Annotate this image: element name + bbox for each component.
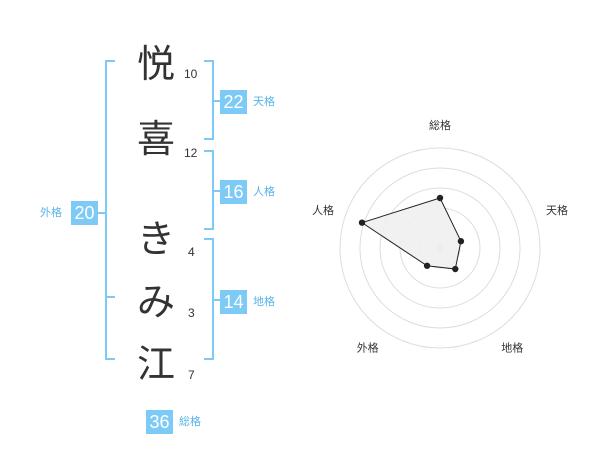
tenkaku-badge: 22 xyxy=(220,90,247,114)
soukaku-badge: 36 xyxy=(146,410,173,434)
radar-point-2 xyxy=(457,238,465,245)
stroke-count-5: 7 xyxy=(188,368,195,382)
gaikaku-bracket-tick xyxy=(95,212,105,214)
gaikaku-badge: 20 xyxy=(71,201,98,225)
chikaku-bracket-tick xyxy=(214,299,220,301)
radar-ring xyxy=(339,147,541,349)
gaikaku-label: 外格 xyxy=(40,206,62,219)
radar-points xyxy=(358,194,465,273)
jinkaku-bracket-tick xyxy=(214,190,220,192)
tenkaku-label: 天格 xyxy=(253,95,275,108)
chikaku-bracket xyxy=(204,238,214,360)
jinkaku-label: 人格 xyxy=(253,185,275,198)
radar-axis-label-2: 天格 xyxy=(546,203,568,217)
gaikaku-bracket xyxy=(105,60,115,360)
radar-axis-label-3: 地格 xyxy=(501,341,523,355)
radar-point-4 xyxy=(423,262,431,269)
stroke-count-2: 12 xyxy=(184,146,198,160)
radar-axis-label-1: 総格 xyxy=(429,118,451,132)
radar-point-3 xyxy=(452,265,459,273)
radar-ring xyxy=(359,167,521,329)
radar-axis-label-5: 人格 xyxy=(312,203,334,217)
radar-point-5 xyxy=(358,219,366,226)
chikaku-badge: 14 xyxy=(220,290,247,314)
name-char-5: 江 xyxy=(136,342,175,386)
jinkaku-bracket xyxy=(204,150,214,230)
tenkaku-bracket-tick xyxy=(214,100,220,102)
jinkaku-badge: 16 xyxy=(220,180,247,204)
radar-point-1 xyxy=(436,194,444,202)
stroke-count-4: 3 xyxy=(188,306,195,320)
soukaku-label: 総格 xyxy=(179,415,201,428)
chikaku-label: 地格 xyxy=(253,295,275,308)
stroke-count-3: 4 xyxy=(188,245,195,259)
tenkaku-bracket xyxy=(204,60,214,140)
radar-area xyxy=(360,197,462,270)
name-char-4: み xyxy=(136,280,175,324)
stroke-count-1: 10 xyxy=(184,67,198,81)
name-char-2: 喜 xyxy=(136,117,175,161)
gaikaku-bracket-divider xyxy=(105,296,115,298)
radar-ring xyxy=(379,187,501,309)
name-char-1: 悦 xyxy=(136,42,175,86)
name-char-3: き xyxy=(136,217,175,261)
radar-axis-label-4: 外格 xyxy=(357,341,379,355)
